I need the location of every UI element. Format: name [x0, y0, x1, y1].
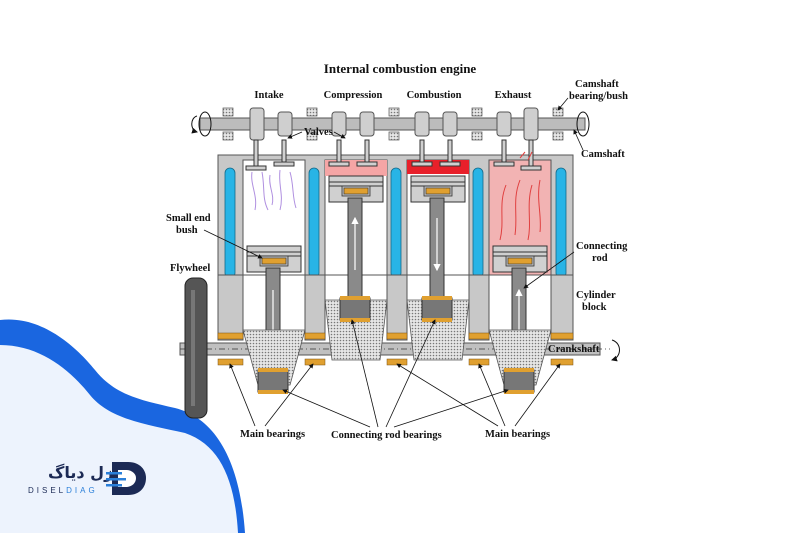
- camshaft-rotation-icon: [191, 115, 198, 134]
- stroke-label-combustion: Combustion: [407, 90, 462, 101]
- leader-main-bearings-right-2: [478, 363, 506, 427]
- leader-main-bearings-left-2: [264, 363, 314, 427]
- leader-small-end: [203, 229, 263, 259]
- label-camshaft: Camshaft: [581, 149, 625, 160]
- intake-flow-arrows: [251, 169, 297, 211]
- leader-rod-bearings-4: [393, 388, 509, 428]
- coolant-passages: [224, 167, 567, 279]
- leader-main-bearings-right-1: [396, 363, 499, 427]
- label-small-end-2: bush: [176, 225, 198, 236]
- decorative-blob-highlight: [0, 345, 238, 533]
- stroke-label-exhaust: Exhaust: [495, 90, 532, 101]
- exhaust-flow-arrows: [499, 151, 541, 241]
- stroke-labels: Intake Compression Combustion Exhaust: [254, 90, 531, 101]
- label-connecting-rod-2: rod: [592, 253, 608, 264]
- brand-name-en: DISELDIAG: [28, 486, 98, 495]
- flywheel: [184, 277, 208, 419]
- label-cylinder-block-1: Cylinder: [576, 290, 616, 301]
- label-camshaft-bearing-1: Camshaft: [575, 79, 619, 90]
- label-flywheel: Flywheel: [170, 263, 210, 274]
- camshaft: [198, 107, 590, 141]
- leader-camshaft: [573, 129, 584, 151]
- brand-logo: دیزل دیاگ DISELDIAG: [28, 462, 146, 495]
- label-valves: Valves: [304, 127, 333, 138]
- leader-main-bearings-right-3: [514, 363, 561, 427]
- brand-name-fa: دیزل دیاگ: [48, 463, 128, 482]
- crankshaft: [179, 296, 610, 394]
- label-cylinder-block-2: block: [582, 302, 607, 313]
- cam-lobes: [249, 107, 539, 141]
- leader-main-bearings-left-1: [229, 363, 256, 427]
- leader-rod-bearings-1: [282, 389, 371, 428]
- label-main-bearings-left: Main bearings: [240, 429, 305, 440]
- crankshaft-rotation-icon: [611, 339, 620, 362]
- leader-connecting-rod: [523, 251, 575, 289]
- diagram-title: Internal combustion engine: [324, 61, 477, 76]
- main-bearings-marks: [217, 332, 574, 366]
- stroke-label-compression: Compression: [324, 90, 383, 101]
- leader-valves-left: [287, 131, 303, 139]
- label-crankshaft: Crankshaft: [548, 344, 600, 355]
- leader-camshaft-bearing: [557, 97, 569, 111]
- label-connecting-rod-bearings: Connecting rod bearings: [331, 430, 442, 441]
- crank-pins: [257, 296, 535, 394]
- label-small-end-1: Small end: [166, 213, 211, 224]
- brand-mark-icon: [106, 462, 146, 495]
- stroke-label-intake: Intake: [254, 90, 284, 101]
- label-connecting-rod-1: Connecting: [576, 241, 628, 252]
- leader-rod-bearings-2: [350, 319, 379, 428]
- camshaft-bearings: [222, 107, 564, 141]
- label-main-bearings-right: Main bearings: [485, 429, 550, 440]
- label-camshaft-bearing-2: bearing/bush: [569, 91, 628, 102]
- leader-rod-bearings-3: [385, 319, 436, 428]
- leader-valves-right: [333, 131, 346, 139]
